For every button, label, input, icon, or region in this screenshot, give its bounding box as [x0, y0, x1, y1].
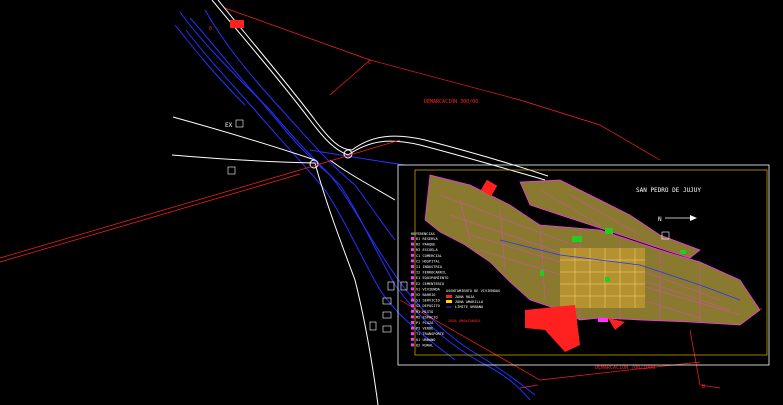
- mid-legend-item: ZONA ROJA: [455, 295, 475, 299]
- legend-item: S1 SERVICIO: [416, 299, 440, 303]
- side-symbols: [369, 281, 408, 333]
- mid-legend-item: ZONA AMARILLA: [455, 300, 484, 304]
- city-title: SAN PEDRO DE JUJUY: [636, 187, 701, 194]
- city-icon: [661, 231, 670, 240]
- legend-swatch: [411, 248, 414, 252]
- mid-legend-item: LÍMITE URBANO: [455, 304, 483, 309]
- legend-item: R2 PARQUE: [416, 243, 435, 247]
- legend-item: C2 HOSPITAL: [416, 259, 440, 263]
- legend-item: M2 ESPACIO: [416, 315, 438, 319]
- legend-swatch: [411, 309, 414, 313]
- junction-labels: EX: [225, 119, 244, 175]
- legend-swatch: [411, 321, 414, 324]
- city-blocks: [424, 174, 761, 352]
- legend-swatch: [411, 281, 414, 285]
- legend-item: R3 ESCUELA: [416, 248, 438, 252]
- legend-item: E1 EQUIPAMIENTO: [416, 276, 448, 280]
- legend-swatch: [411, 315, 414, 319]
- legend-swatch: [411, 326, 414, 330]
- route-label-top: DEMARCACIÓN 300/00: [424, 98, 478, 105]
- legend-item: V2 BARRIO: [416, 293, 435, 297]
- point-label-b: B: [702, 384, 705, 390]
- legend-item: P1 PLAZA: [416, 321, 434, 325]
- river: [174, 9, 536, 401]
- legend-swatch: [411, 265, 414, 268]
- legend-item: V1 VIVIENDA: [416, 287, 441, 291]
- legend-swatch: [411, 276, 414, 280]
- legend-item: I1 INDUSTRIA: [416, 265, 443, 269]
- junction-label: EX: [225, 122, 233, 129]
- map-frame: [397, 164, 770, 366]
- legend-swatch: [411, 343, 414, 347]
- mid-legend: ASENTAMIENTO DE VIVIENDAS ZONA ROJA ZONA…: [446, 289, 500, 309]
- north-arrow-icon: N: [658, 215, 697, 223]
- legend-swatch: [411, 298, 414, 302]
- legend-swatch: [411, 270, 414, 274]
- legend-swatch: [411, 337, 414, 341]
- legend-swatch: [411, 242, 414, 246]
- legend-item: I2 FERROCARRIL: [416, 271, 446, 275]
- legend-item: C1 COMERCIAL: [416, 254, 442, 258]
- legend-swatch: [411, 293, 414, 296]
- legend-header: REFERENCIAS: [411, 232, 435, 236]
- legend-swatch: [411, 304, 414, 308]
- junction-icon: [235, 119, 244, 128]
- legend-item: U2 RURAL: [416, 343, 433, 347]
- inner-frame: [414, 169, 768, 356]
- north-label: N: [658, 216, 662, 223]
- legend-item: T1 TRANSPORTE: [416, 332, 444, 336]
- legend-swatch: [411, 253, 414, 257]
- legend-item: R1 RESERVA: [416, 237, 438, 241]
- top-landmark: 0 C: [209, 20, 371, 66]
- boundary-lines: [0, 7, 721, 389]
- mid-legend-item: ASENTAMIENTO DE VIVIENDAS: [446, 289, 500, 293]
- point-label-c: C: [368, 60, 371, 66]
- legend-item: M1 MIXTO: [416, 310, 433, 314]
- route-label-bottom: DEMARCACIÓN 700/1000: [595, 364, 655, 371]
- legend-swatch: [411, 259, 414, 263]
- legend-item: S2 DEPOSITO: [416, 304, 440, 308]
- roads: [171, 0, 549, 405]
- point-label-0: 0: [209, 26, 212, 32]
- junction-icon-2: [227, 166, 236, 175]
- legend-swatch: [411, 332, 414, 336]
- zone-label: ZONA AMANZANADA: [448, 319, 481, 323]
- legend-swatch: [411, 237, 414, 240]
- point-label-a: A: [760, 307, 763, 311]
- legend-item: P2 VERDE: [416, 327, 433, 331]
- legend-swatch: [411, 287, 414, 291]
- legend-item: E2 CEMENTERIO: [416, 282, 444, 286]
- legend-item: U1 URBANO: [416, 338, 435, 342]
